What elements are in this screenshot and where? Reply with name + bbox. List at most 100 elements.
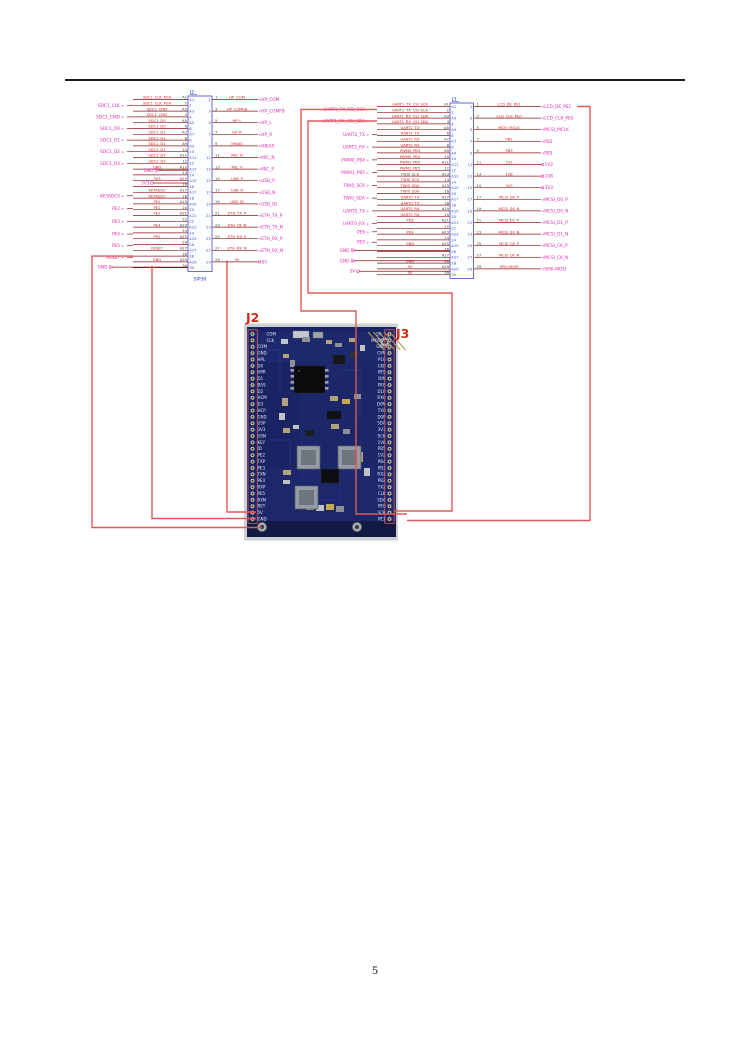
silkscreen-label: 5V bbox=[376, 331, 382, 336]
net-label: 5V bbox=[408, 265, 413, 269]
pin-designator: 22 bbox=[182, 218, 187, 222]
net-label: GND bbox=[406, 242, 415, 246]
silkscreen-label: 3V3 bbox=[258, 427, 266, 432]
box-pin-id: A29 bbox=[189, 260, 197, 264]
net-label: PWM0_PB4 bbox=[400, 149, 421, 153]
box-pin-id: 18 bbox=[451, 204, 456, 208]
pin-designator: 2 bbox=[447, 109, 449, 113]
silkscreen-label: USN bbox=[258, 433, 266, 438]
pin-designator: A25 bbox=[442, 242, 450, 246]
silkscreen-label: SCK bbox=[378, 510, 386, 515]
dot bbox=[251, 473, 254, 476]
silkscreen-label: DIN bbox=[378, 376, 385, 381]
trace bbox=[260, 349, 281, 390]
port-label: SDC1_D3 bbox=[100, 161, 120, 167]
port-label: «HP_COM bbox=[259, 97, 280, 103]
smd-component bbox=[293, 425, 299, 429]
box-pin-id: A17 bbox=[189, 191, 197, 195]
pin-designator: 2 bbox=[185, 102, 187, 106]
net-label: PWM0_PB4 bbox=[400, 155, 421, 159]
chevron-right-icon: » bbox=[121, 162, 124, 167]
box-pin-id: A7 bbox=[451, 140, 457, 144]
port-label: «ETH_RX_P bbox=[259, 236, 283, 242]
box-pin-id: A5 bbox=[451, 128, 457, 132]
net-label: UART1_TX_CSI_SCK bbox=[392, 109, 428, 113]
page-top-rule bbox=[65, 79, 685, 81]
dot bbox=[251, 498, 254, 501]
port-label: UART0_TX bbox=[343, 208, 365, 214]
box-pin-id: A25 bbox=[451, 244, 459, 248]
pin-designator: 26 bbox=[444, 248, 449, 252]
box-pin-id: 30 bbox=[189, 266, 194, 270]
box-pin-id: 18 bbox=[189, 197, 194, 201]
net-label: 3V3 bbox=[153, 177, 161, 181]
port-label: PE9 bbox=[357, 240, 365, 246]
port-label: «HP_R bbox=[259, 132, 273, 138]
chevron-right-icon: » bbox=[366, 120, 369, 125]
pin-number: 7 bbox=[215, 131, 218, 135]
box-pin-id: 11 bbox=[206, 156, 211, 160]
port-label: SDC1_D0 bbox=[100, 126, 120, 132]
pin-designator: A7 bbox=[182, 131, 188, 135]
smd-component bbox=[327, 411, 341, 419]
box-pin-id: 17 bbox=[206, 191, 211, 195]
chevron-right-icon: » bbox=[366, 197, 369, 202]
gnd-port-label: GND bbox=[340, 258, 351, 264]
smd-component bbox=[290, 360, 295, 367]
smd-component bbox=[330, 396, 338, 401]
dot bbox=[251, 371, 254, 374]
net-label: PE2 bbox=[154, 206, 161, 210]
box-pin-id: 13 bbox=[467, 175, 472, 179]
chevron-right-icon: » bbox=[366, 133, 369, 138]
dot bbox=[355, 525, 359, 529]
box-pin-id: 10 bbox=[189, 150, 194, 154]
pin-designator: A3 bbox=[182, 107, 188, 111]
net-label: TWI0_SDA bbox=[400, 184, 420, 188]
pin-number: 19 bbox=[215, 200, 220, 204]
port-label: «USB_ID bbox=[259, 201, 278, 207]
pin-designator: A13 bbox=[442, 172, 450, 176]
silkscreen-label: D0P bbox=[377, 414, 386, 419]
silkscreen-label: HCP bbox=[258, 408, 267, 413]
smd-component bbox=[350, 352, 358, 358]
box-pin-id: A13 bbox=[189, 168, 197, 172]
silkscreen-label: PB2 bbox=[378, 478, 386, 483]
silkscreen-label: BAS bbox=[258, 382, 266, 387]
chevron-right-icon: » bbox=[121, 207, 124, 212]
pin-number: 19 bbox=[477, 207, 482, 211]
connector-body bbox=[187, 95, 213, 272]
smd-component bbox=[283, 354, 289, 358]
port-label: PWM0_PB4 bbox=[341, 157, 365, 163]
dot bbox=[251, 339, 254, 342]
net-label: PE4 bbox=[154, 223, 162, 227]
dot bbox=[251, 505, 254, 508]
5v-to-board-wire bbox=[226, 261, 256, 513]
silkscreen-label: CKP bbox=[378, 363, 386, 368]
box-pin-id: 13 bbox=[206, 168, 211, 172]
pin-designator: A7 bbox=[444, 138, 450, 142]
port-label: «ETH_TX_P bbox=[259, 213, 283, 219]
net-label: KEYADC0 bbox=[149, 194, 167, 198]
pin-designator: A23 bbox=[180, 223, 188, 227]
silkscreen-label: D1P bbox=[377, 389, 386, 394]
dot bbox=[251, 492, 254, 495]
box-pin-id: A7 bbox=[189, 133, 195, 137]
net-label: SPI0-MOSI bbox=[500, 265, 519, 269]
smd-component bbox=[335, 343, 342, 347]
box-pin-id: A13 bbox=[451, 175, 459, 179]
box-pin-id: A23 bbox=[189, 226, 197, 230]
dot bbox=[251, 358, 254, 361]
shape bbox=[325, 369, 329, 372]
smd-component bbox=[326, 504, 334, 510]
smd-component bbox=[364, 468, 370, 476]
pin-designator: 8 bbox=[185, 136, 188, 140]
net-label: TWI0_SCK bbox=[400, 172, 420, 176]
net-label: GND bbox=[153, 165, 162, 169]
pin-number: 1 bbox=[215, 96, 217, 100]
net-label: PWM1_PB5 bbox=[400, 161, 421, 165]
inductor-core bbox=[299, 490, 314, 505]
net-label: HP_L bbox=[233, 119, 243, 123]
pin-designator: 28 bbox=[444, 259, 449, 263]
box-pin-id: 15 bbox=[467, 186, 472, 190]
trace bbox=[340, 369, 361, 420]
